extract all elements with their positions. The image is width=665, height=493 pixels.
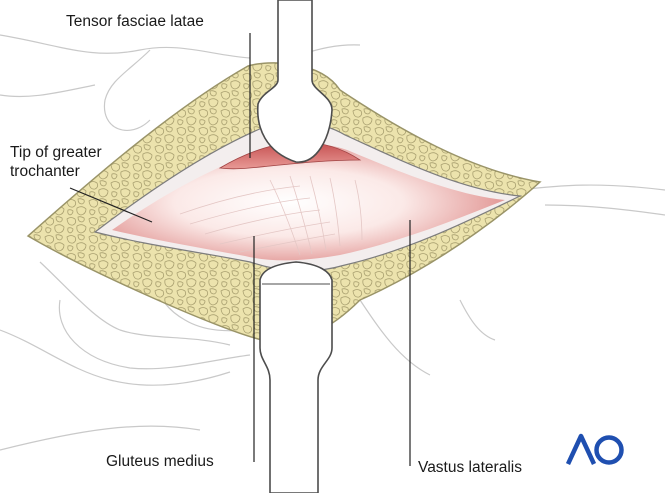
label-gluteus-medius: Gluteus medius [106, 453, 214, 470]
muscle-fibres [179, 175, 363, 256]
exposed-muscle [112, 144, 505, 261]
upper-retractor [256, 0, 333, 163]
skin-contour-lines [0, 34, 665, 451]
leader-tip-greater-trochanter [69, 187, 153, 223]
lower-retractor [259, 261, 333, 493]
label-vastus-lateralis: Vastus lateralis [418, 459, 522, 476]
ao-logo [566, 433, 624, 465]
label-tensor-fasciae-latae: Tensor fasciae latae [66, 13, 204, 30]
label-tip-of-greater-trochanter: Tip of greater trochanter [10, 144, 102, 180]
leader-lines [69, 33, 411, 466]
